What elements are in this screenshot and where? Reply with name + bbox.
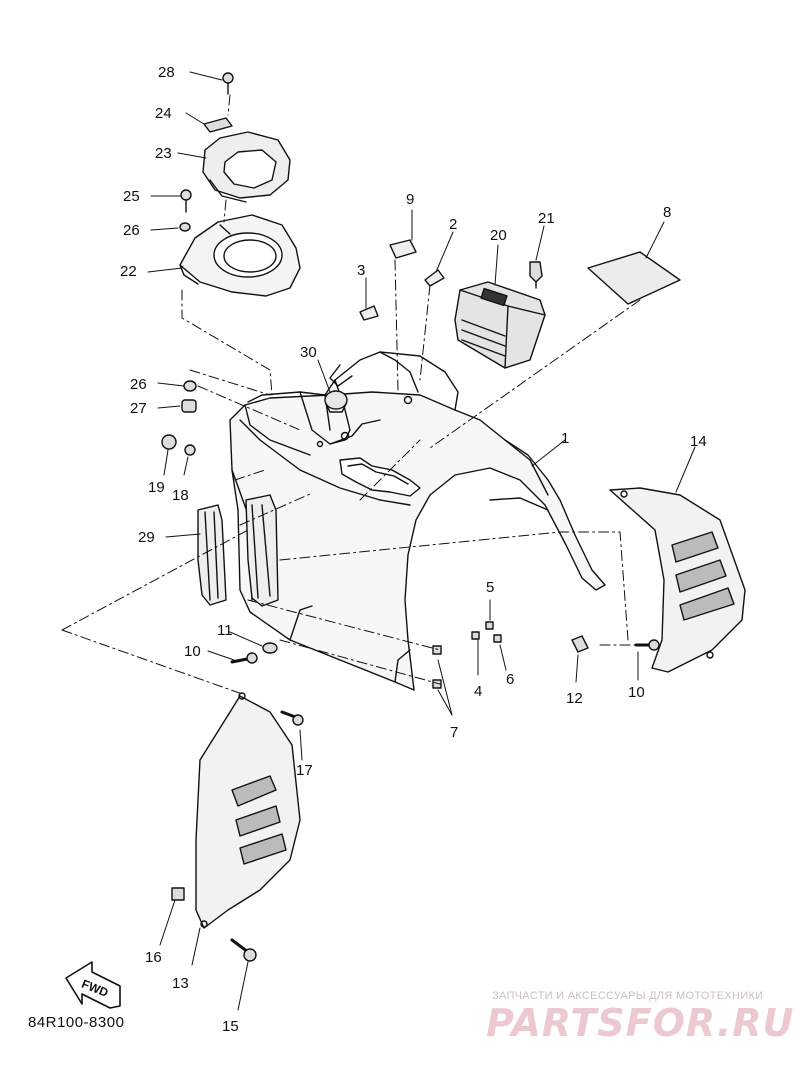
part-labels: 28 24 23 25 26 22 9 2 20 21 8 3 30 26 27… [120, 64, 707, 1035]
bolt-10-right [634, 639, 660, 651]
nut-26-top [179, 222, 191, 232]
spacer-16 [171, 887, 185, 901]
part-label-7: 7 [450, 724, 458, 741]
left-side-cover [195, 692, 301, 929]
right-side-cover-14 [609, 487, 746, 673]
meter-housing-lower [179, 214, 301, 297]
part-label-5: 5 [486, 579, 494, 596]
front-fender-body [229, 351, 606, 691]
part-label-1: 1 [561, 430, 569, 447]
part-label-16: 16 [145, 949, 162, 966]
bolt-10-left [230, 652, 258, 664]
screw-top [222, 72, 234, 95]
left-side-bracket [197, 494, 279, 607]
forward-direction-arrow: FWD [65, 961, 121, 1009]
part-label-17: 17 [296, 762, 313, 779]
part-label-24: 24 [155, 105, 172, 122]
part-label-3: 3 [357, 262, 365, 279]
fastener-21 [529, 261, 543, 289]
part-label-21: 21 [538, 210, 555, 227]
meter-cover [202, 131, 291, 203]
leader-lines [147, 71, 696, 1011]
part-label-29: 29 [138, 529, 155, 546]
part-label-2: 2 [449, 216, 457, 233]
pad-9 [389, 239, 417, 259]
drawing-code: 84R100-8300 [28, 1014, 125, 1031]
part-label-18: 18 [172, 487, 189, 504]
part-label-13: 13 [172, 975, 189, 992]
part-label-11: 11 [217, 622, 233, 639]
part-label-9: 9 [406, 191, 414, 208]
part-label-23: 23 [155, 145, 172, 162]
sheet-8 [587, 251, 681, 305]
assembly-lines [61, 94, 641, 696]
part-label-10-right: 10 [628, 684, 645, 701]
clip-7b [432, 679, 442, 689]
part-label-10-left: 10 [184, 643, 201, 660]
part-label-22: 22 [120, 263, 137, 280]
clip-4 [471, 631, 480, 640]
part-label-19: 19 [148, 479, 165, 496]
battery-box-20 [454, 281, 546, 369]
bolt-25 [180, 189, 192, 213]
clip-5 [485, 621, 494, 630]
clip-6 [493, 634, 502, 643]
pad-2 [424, 269, 445, 287]
bolt-17 [280, 710, 304, 726]
part-label-26-left: 26 [130, 376, 147, 393]
nut-26-left [183, 380, 197, 392]
part-label-14: 14 [690, 433, 707, 450]
grommet-19 [161, 434, 177, 450]
part-label-27: 27 [130, 400, 147, 417]
bolt-15 [230, 938, 257, 962]
collar-27 [181, 399, 197, 413]
watermark-tagline: ЗАПЧАСТИ И АКСЕССУАРЫ ДЛЯ МОТОТЕХНИКИ [492, 990, 764, 1002]
clip-7a [432, 645, 442, 655]
pad-3 [359, 305, 379, 321]
part-label-20: 20 [490, 227, 507, 244]
part-label-28: 28 [158, 64, 175, 81]
part-label-15: 15 [222, 1018, 239, 1035]
part-label-6: 6 [506, 671, 514, 688]
part-label-8: 8 [663, 204, 671, 221]
washer-11 [262, 642, 278, 654]
part-label-30: 30 [300, 344, 317, 361]
watermark-brand: PARTSFOR.RU [486, 1001, 795, 1045]
clip-12 [571, 635, 589, 653]
grommet-18 [184, 444, 196, 456]
part-label-25: 25 [123, 188, 140, 205]
part-label-12: 12 [566, 690, 583, 707]
small-plate [203, 117, 233, 133]
part-label-4: 4 [474, 683, 482, 700]
part-label-26-top: 26 [123, 222, 140, 239]
cap-30 [324, 390, 348, 413]
